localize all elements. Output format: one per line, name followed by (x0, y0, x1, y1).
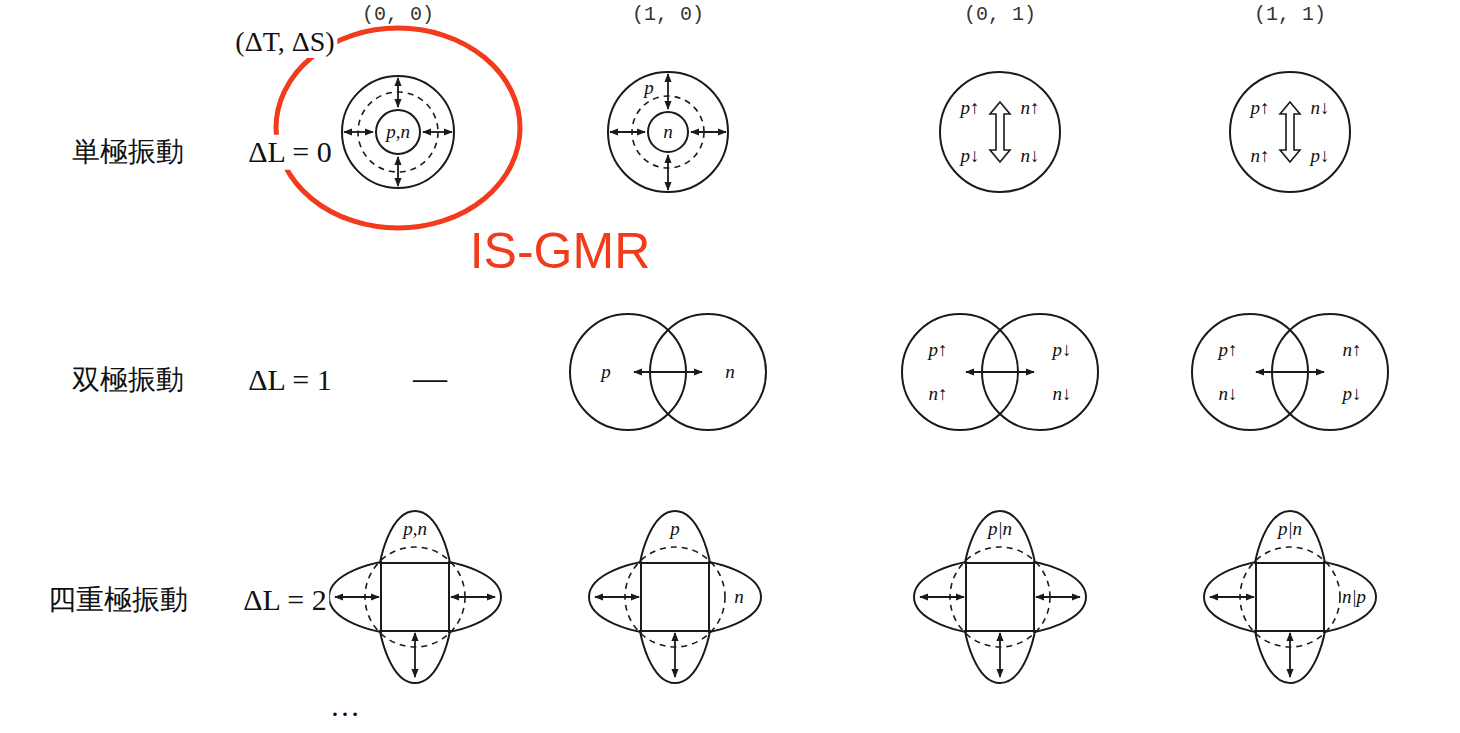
nucleon-label: p,n (386, 121, 410, 143)
nucleon-label: n↑ (1021, 97, 1040, 119)
multipole-label: ΔL = 1 (245, 363, 334, 398)
axis-header: (ΔT, ΔS) (232, 26, 337, 58)
monopole-figure-part (423, 131, 452, 133)
nucleon-label: p|n (988, 518, 1012, 540)
multipole-label: ΔL = 0 (245, 135, 334, 170)
quadrupole-figure-part (966, 563, 1034, 631)
nucleon-label: p↓ (1053, 339, 1072, 361)
nucleon-label: n|p (1342, 586, 1366, 608)
nucleon-label: n↑ (1251, 145, 1270, 167)
nucleon-label: n↑ (1343, 339, 1362, 361)
monopole-figure-part (1280, 102, 1300, 162)
monopole-figure-part (610, 131, 645, 133)
nucleon-label: p↓ (1311, 145, 1330, 167)
quadrupole-figure-part (1210, 596, 1254, 598)
nucleon-label: n↓ (1219, 383, 1238, 405)
nucleon-label: n (663, 121, 673, 143)
monopole-figure-part (667, 74, 669, 109)
dipole-figure-part (966, 371, 1034, 373)
quadrupole-figure-part (1256, 563, 1324, 631)
row-label: 単極振動 (72, 136, 184, 168)
column-header: (1, 1) (1254, 3, 1326, 26)
quadrupole-figure-part (950, 547, 1050, 647)
quadrupole-figure-part (639, 513, 712, 682)
none-mark: — (413, 358, 447, 397)
monopole-figure-part (344, 131, 373, 133)
nucleon-label: p↓ (961, 145, 980, 167)
nucleon-label: n↓ (1021, 145, 1040, 167)
nucleon-label: n (734, 586, 744, 608)
monopole-figure (608, 72, 728, 192)
nucleon-label: n↑ (929, 383, 948, 405)
nucleon-label: p↓ (1343, 383, 1362, 405)
nucleon-label: n↓ (1053, 383, 1072, 405)
monopole-figure-part (667, 155, 669, 190)
nucleon-label: p↑ (929, 339, 948, 361)
nucleon-label: n↓ (1311, 97, 1330, 119)
monopole-figure (1230, 72, 1350, 192)
nucleon-label: n (725, 361, 735, 383)
quadrupole-figure-part (637, 511, 713, 683)
quadrupole-figure-part (1289, 633, 1291, 677)
quadrupole-figure-part (1036, 596, 1080, 598)
quadrupole-figure (329, 511, 501, 683)
nucleon-label: p (644, 77, 654, 99)
monopole-figure-part (691, 131, 726, 133)
dipole-figure (902, 314, 1098, 430)
monopole-figure-part (342, 76, 454, 188)
monopole-figure-part (376, 110, 420, 154)
dipole-figure-part (634, 371, 702, 373)
dipole-figure (1192, 314, 1388, 430)
dipole-figure (570, 314, 766, 430)
quadrupole-figure-part (1254, 513, 1327, 682)
nucleon-label: p,n (403, 518, 427, 540)
nucleon-label: p (601, 361, 611, 383)
column-header: (1, 0) (632, 3, 704, 26)
quadrupole-figure-part (335, 596, 379, 598)
quadrupole-figure-part (999, 633, 1001, 677)
monopole-figure-part (608, 72, 728, 192)
quadrupole-figure-part (641, 563, 709, 631)
monopole-figure-part (940, 72, 1060, 192)
quadrupole-figure-part (1240, 547, 1340, 647)
highlight-label: IS-GMR (470, 223, 651, 281)
quadrupole-figure-part (451, 596, 495, 598)
ellipsis: … (330, 689, 360, 724)
quadrupole-figure-part (379, 513, 452, 682)
quadrupole-figure-part (962, 511, 1038, 683)
row-label: 四重極振動 (48, 584, 188, 616)
quadrupole-figure-part (625, 547, 725, 647)
column-header: (0, 1) (964, 3, 1036, 26)
nucleon-label: p|n (1278, 518, 1302, 540)
nucleon-label: p↑ (1251, 97, 1270, 119)
quadrupole-figure (914, 511, 1086, 683)
nucleon-label: p↑ (1219, 339, 1238, 361)
row-label: 双極振動 (72, 364, 184, 396)
quadrupole-figure-part (595, 596, 639, 598)
quadrupole-figure (589, 511, 761, 683)
dipole-figure-part (1256, 371, 1324, 373)
nucleon-label: p (670, 518, 680, 540)
quadrupole-figure-part (1252, 511, 1328, 683)
multipole-label: ΔL = 2 (240, 583, 329, 618)
quadrupole-figure-part (381, 563, 449, 631)
quadrupole-figure-part (414, 633, 416, 677)
monopole-figure-part (648, 112, 688, 152)
quadrupole-figure-part (964, 513, 1037, 682)
monopole-figure (342, 76, 454, 188)
monopole-figure (940, 72, 1060, 192)
quadrupole-figure (1204, 511, 1376, 683)
column-header: (0, 0) (362, 3, 434, 26)
monopole-figure-part (1230, 72, 1350, 192)
monopole-figure-part (990, 102, 1010, 162)
quadrupole-figure-part (674, 633, 676, 677)
quadrupole-figure-part (377, 511, 453, 683)
nucleon-label: p↑ (961, 97, 980, 119)
monopole-figure-part (397, 78, 399, 107)
quadrupole-figure-part (365, 547, 465, 647)
quadrupole-figure-part (920, 596, 964, 598)
monopole-figure-part (397, 157, 399, 186)
